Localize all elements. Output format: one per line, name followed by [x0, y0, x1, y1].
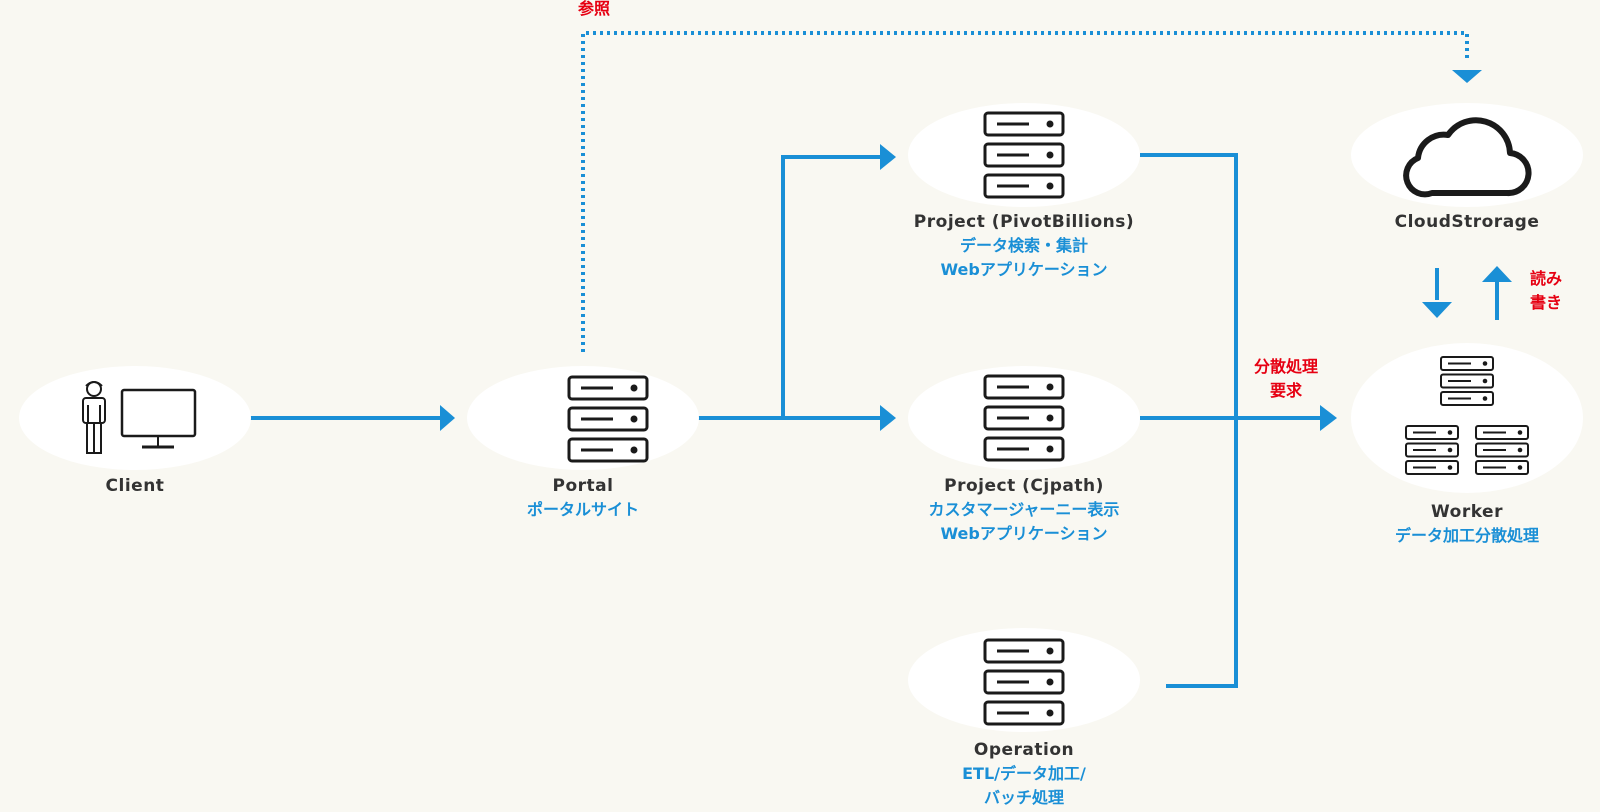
operation-desc-1: ETL/データ加工/: [962, 764, 1086, 783]
read-write-line1: 読み: [1529, 269, 1562, 288]
cjpath-label: Project (Cjpath) カスタマージャーニー表示 Webアプリケーショ…: [874, 474, 1174, 546]
operation-desc-2: バッチ処理: [983, 788, 1064, 807]
pivot-label: Project (PivotBillions) データ検索・集計 Webアプリケ…: [874, 210, 1174, 282]
pivot-desc-2: Webアプリケーション: [940, 260, 1108, 279]
client-label: Client: [0, 474, 285, 498]
worker-name: Worker: [1431, 502, 1503, 522]
worker-node-bg: [1351, 343, 1583, 493]
arrowhead-down-to-worker: [1422, 302, 1452, 318]
operation-name: Operation: [973, 740, 1075, 760]
read-write-annotation: 読み 書き: [1524, 267, 1568, 315]
worker-desc: データ加工分散処理: [1394, 526, 1539, 545]
distributed-request-annotation: 分散処理 要求: [1246, 355, 1326, 403]
pivot-desc-1: データ検索・集計: [959, 236, 1088, 255]
arrowhead-worker: [1320, 405, 1337, 431]
cjpath-desc-2: Webアプリケーション: [940, 524, 1108, 543]
operation-label: Operation ETL/データ加工/ バッチ処理: [874, 738, 1174, 810]
worker-label: Worker データ加工分散処理: [1317, 500, 1600, 548]
arrowhead-client-portal: [440, 405, 455, 431]
user-monitor-icon: [82, 381, 197, 454]
cloud-name: CloudStrorage: [1394, 212, 1540, 232]
portal-desc: ポータルサイト: [526, 500, 639, 519]
arrowhead-cjpath: [880, 405, 896, 431]
portal-name: Portal: [552, 476, 614, 496]
reference-annotation: 参照: [578, 0, 611, 18]
cloud-label: CloudStrorage: [1317, 210, 1600, 234]
operation-node-bg: [908, 628, 1140, 732]
cjpath-name: Project (Cjpath): [944, 476, 1104, 496]
distributed-request-line2: 要求: [1269, 381, 1302, 400]
arrowhead-pivot: [880, 144, 896, 170]
distributed-request-line1: 分散処理: [1253, 357, 1318, 376]
client-node-bg: [19, 366, 251, 470]
read-write-line2: 書き: [1529, 293, 1562, 312]
portal-label: Portal ポータルサイト: [433, 474, 733, 522]
client-name: Client: [105, 476, 165, 496]
arrowhead-up-to-cloud: [1482, 266, 1512, 282]
portal-to-pivot-line: [698, 155, 880, 420]
connectors: [250, 153, 1499, 688]
cloud-icon: [1403, 117, 1532, 198]
arrowhead-reference: [1452, 70, 1482, 83]
cjpath-desc-1: カスタマージャーニー表示: [928, 500, 1120, 519]
pivot-name: Project (PivotBillions): [913, 212, 1135, 232]
pivot-to-worker-line: [1140, 153, 1238, 688]
